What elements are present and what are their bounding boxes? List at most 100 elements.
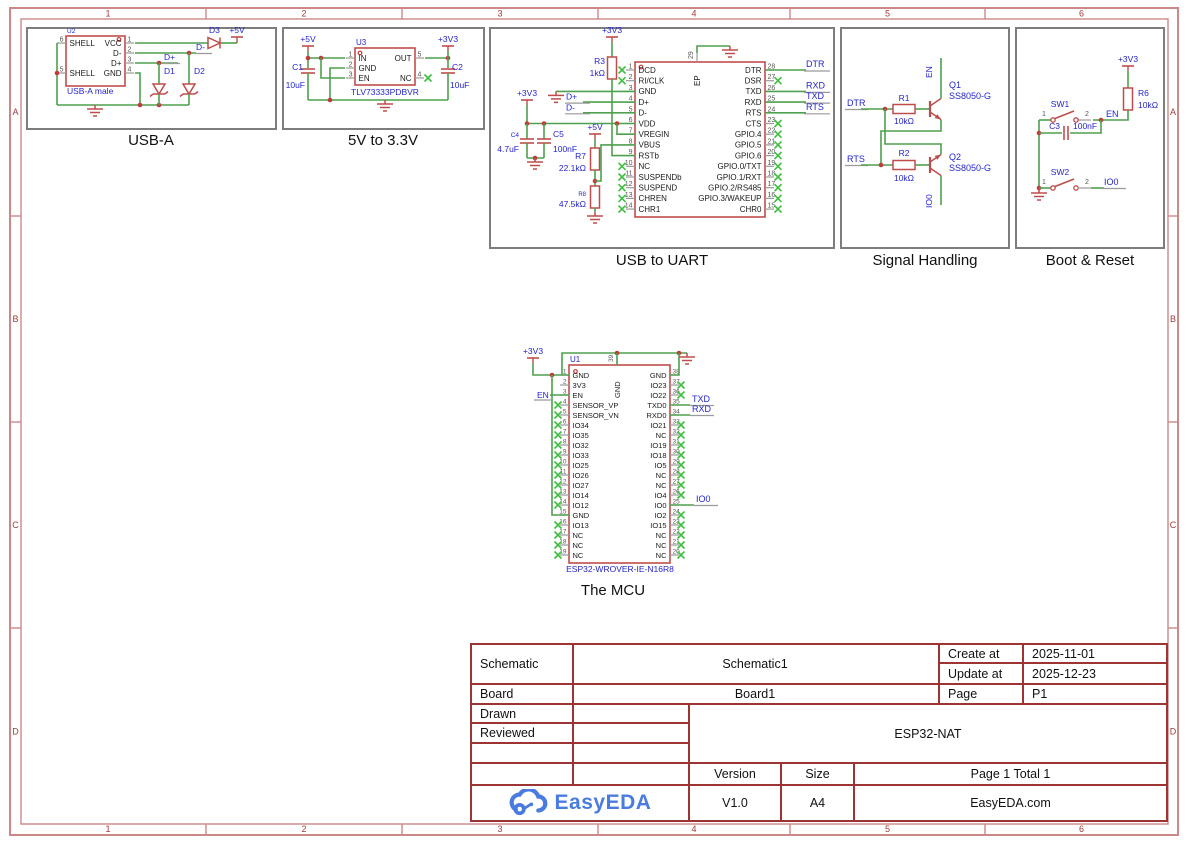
pin-name: NC <box>656 531 667 540</box>
tvs-diode-body <box>181 83 197 96</box>
power-flag-label: +3V3 <box>523 346 543 356</box>
pin-number: 1 <box>629 64 633 71</box>
pin-name: SENSOR_VN <box>573 411 619 420</box>
no-connect-x <box>676 450 686 460</box>
net-label-en: EN <box>1106 109 1119 119</box>
no-connect-x <box>676 460 686 470</box>
pin-number: 28 <box>768 64 776 71</box>
pin-number: 38 <box>673 369 681 376</box>
tb-value-version: V1.0 <box>722 796 748 810</box>
pin-number: 24 <box>673 509 681 516</box>
component-value: 10kΩ <box>894 116 914 126</box>
pin-name: D+ <box>111 59 122 68</box>
pin-number: 25 <box>768 96 776 103</box>
power-flag-label: +3V3 <box>602 25 622 35</box>
pin-name: DSR <box>745 77 762 86</box>
transistor-body <box>929 167 942 177</box>
no-connect-x <box>676 540 686 550</box>
tvs-diode-body <box>179 93 184 98</box>
pin-name: CHREN <box>639 194 668 203</box>
pin-number: 34 <box>673 409 681 416</box>
pin-name: IO15 <box>650 521 666 530</box>
component-value: USB-A male <box>67 86 114 96</box>
pin-name: D- <box>639 109 648 118</box>
no-connect-x <box>553 400 563 410</box>
no-connect-x <box>553 420 563 430</box>
component-ref: C3 <box>1049 121 1060 131</box>
pin-number: 7 <box>563 429 567 436</box>
net-label-rxd: RXD <box>692 404 712 414</box>
tb-border <box>470 643 472 822</box>
pin1-marker <box>357 50 363 56</box>
pin-number: 1 <box>1042 179 1046 186</box>
no-connect-x <box>676 380 686 390</box>
tb-value-board: Board1 <box>734 687 776 701</box>
no-connect-x <box>617 183 627 192</box>
net-label-dtr: DTR <box>847 98 866 108</box>
pin-number: 4 <box>563 399 567 406</box>
net-label-rxd: RXD <box>806 80 826 90</box>
component-value: 100nF <box>1073 121 1097 131</box>
power-flag-label: +5V <box>229 25 245 35</box>
no-connect-x <box>617 194 627 203</box>
pin-name: IO25 <box>573 461 589 470</box>
no-connect-x <box>676 520 686 530</box>
tb-border <box>572 643 574 786</box>
pin-number: 28 <box>673 469 681 476</box>
pin-name: NC <box>573 531 584 540</box>
switch-contact <box>1050 185 1056 191</box>
pin-name: SHELL <box>70 39 96 48</box>
pin-number: 1 <box>1042 111 1046 118</box>
wire <box>135 72 141 105</box>
section-title-usb-a: USB-A <box>128 132 174 149</box>
pin-number: 12 <box>625 181 633 188</box>
transistor-body <box>929 97 942 107</box>
pin-name: IO5 <box>654 461 666 470</box>
net-label-dtr: DTR <box>806 59 825 69</box>
pin-name: NC <box>656 541 667 550</box>
frame-column-label: 2 <box>301 824 306 834</box>
section-title-usb-to-uart: USB to UART <box>616 252 708 269</box>
tb-border <box>470 722 690 724</box>
no-connect-x <box>617 205 627 214</box>
pin-number: 23 <box>768 117 776 124</box>
pin-number: 16 <box>559 519 567 526</box>
net-label-rts: RTS <box>847 154 865 164</box>
component-ref: R6 <box>1138 88 1149 98</box>
no-connect-x <box>553 460 563 470</box>
pin-number: 10 <box>559 459 567 466</box>
frame-column-label: 5 <box>885 9 890 19</box>
pin-name: EN <box>359 74 370 83</box>
pin-name: GPIO.3/WAKEUP <box>698 194 761 203</box>
pin-number: 20 <box>673 549 681 556</box>
tb-border <box>780 762 782 822</box>
component-value: 4.7uF <box>497 144 519 154</box>
component-ref: Q2 <box>949 152 961 162</box>
tb-label-board: Board <box>480 687 514 701</box>
pin-name: IO21 <box>650 421 666 430</box>
component-ref: SW1 <box>1051 99 1070 109</box>
component-value: 10kΩ <box>1138 100 1158 110</box>
no-connect-x <box>676 430 686 440</box>
pin-number: 2 <box>349 62 353 69</box>
pin-number: 14 <box>625 203 633 210</box>
section-title-mcu: The MCU <box>581 582 645 599</box>
no-connect-x <box>617 172 627 182</box>
section-box-5v-to-3v3 <box>282 27 485 130</box>
component-u1-body <box>568 364 671 564</box>
frame-row-label: A <box>12 107 18 117</box>
wire <box>696 45 730 53</box>
component-value: 100nF <box>553 144 577 154</box>
no-connect-x <box>553 520 563 530</box>
no-connect-x <box>773 151 783 160</box>
component-ref: D1 <box>164 66 175 76</box>
frame-row-label: C <box>12 520 19 530</box>
net-label-txd: TXD <box>806 91 825 101</box>
pin-number: 8 <box>563 439 567 446</box>
no-connect-x <box>553 500 563 510</box>
no-connect-x <box>553 450 563 460</box>
pin-number: 18 <box>768 171 776 178</box>
tb-page-total: Page 1 Total 1 <box>970 767 1051 781</box>
component-ref: Q1 <box>949 80 961 90</box>
